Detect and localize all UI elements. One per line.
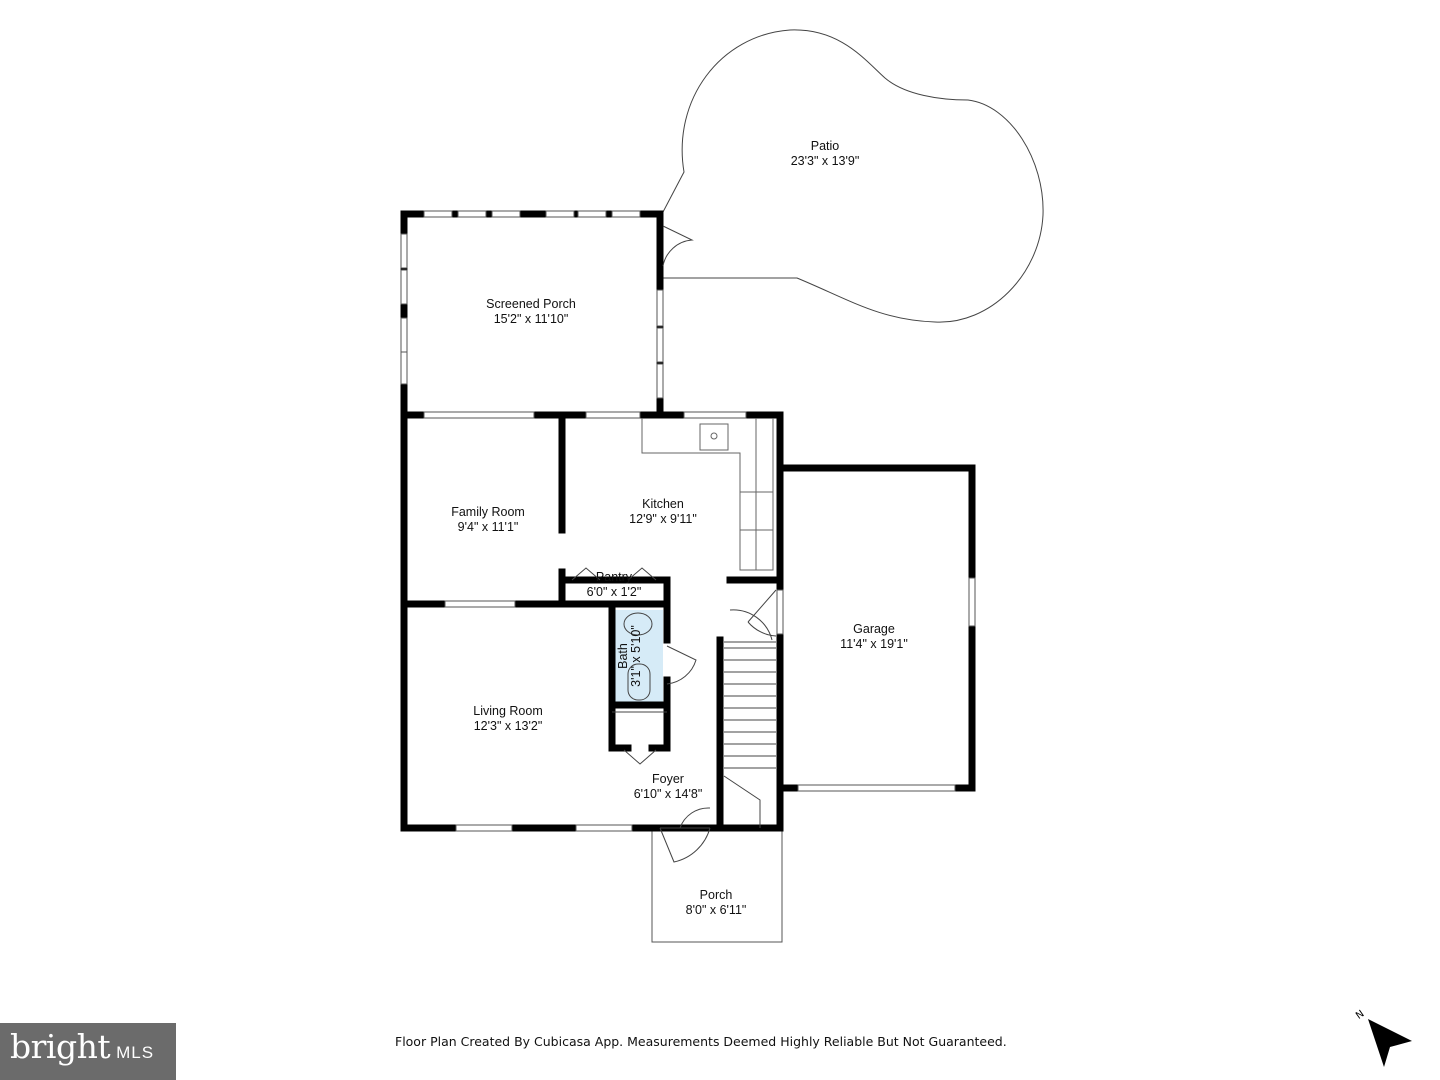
foyer-dims: 6'10" x 14'8" <box>634 787 703 801</box>
logo-word: bright <box>10 1027 111 1066</box>
front-porch-outline <box>651 828 783 943</box>
living-room-name: Living Room <box>473 704 542 718</box>
porch-dims: 8'0" x 6'11" <box>686 903 747 917</box>
bath-fill <box>615 610 663 703</box>
stairs <box>723 641 776 828</box>
compass-label: N <box>1354 1009 1366 1022</box>
room-labels: Patio 23'3" x 13'9" Screened Porch 15'2"… <box>451 139 908 917</box>
north-arrow-icon: N <box>1354 1009 1412 1067</box>
patio-outline <box>662 29 1044 323</box>
bath-name: Bath <box>616 643 630 669</box>
kitchen-name: Kitchen <box>642 497 684 511</box>
pantry-dims: 6'0" x 1'2" <box>587 585 642 599</box>
screened-porch-dims: 15'2" x 11'10" <box>494 312 569 326</box>
porch-name: Porch <box>700 888 733 902</box>
family-room-dims: 9'4" x 11'1" <box>458 520 519 534</box>
bright-mls-logo: bright MLS <box>0 1023 176 1080</box>
patio-name: Patio <box>811 139 840 153</box>
windows <box>400 210 976 832</box>
kitchen-fixtures <box>641 418 774 571</box>
kitchen-dims: 12'9" x 9'11" <box>629 512 697 526</box>
screened-porch-name: Screened Porch <box>486 297 576 311</box>
garage-dims: 11'4" x 19'1" <box>840 637 908 651</box>
family-room-name: Family Room <box>451 505 525 519</box>
logo-suffix: MLS <box>116 1043 155 1062</box>
patio-dims: 23'3" x 13'9" <box>791 154 860 168</box>
floor-plan-credit: Floor Plan Created By Cubicasa App. Meas… <box>395 1034 1007 1049</box>
bath-fixtures <box>612 612 667 713</box>
doors <box>571 225 777 863</box>
pantry-name: Pantry <box>596 570 633 584</box>
foyer-name: Foyer <box>652 772 684 786</box>
living-room-dims: 12'3" x 13'2" <box>474 719 543 733</box>
bath-dims: 3'1" x 5'10" <box>629 625 643 687</box>
garage-name: Garage <box>853 622 895 636</box>
floor-plan: Patio 23'3" x 13'9" Screened Porch 15'2"… <box>400 29 1044 943</box>
